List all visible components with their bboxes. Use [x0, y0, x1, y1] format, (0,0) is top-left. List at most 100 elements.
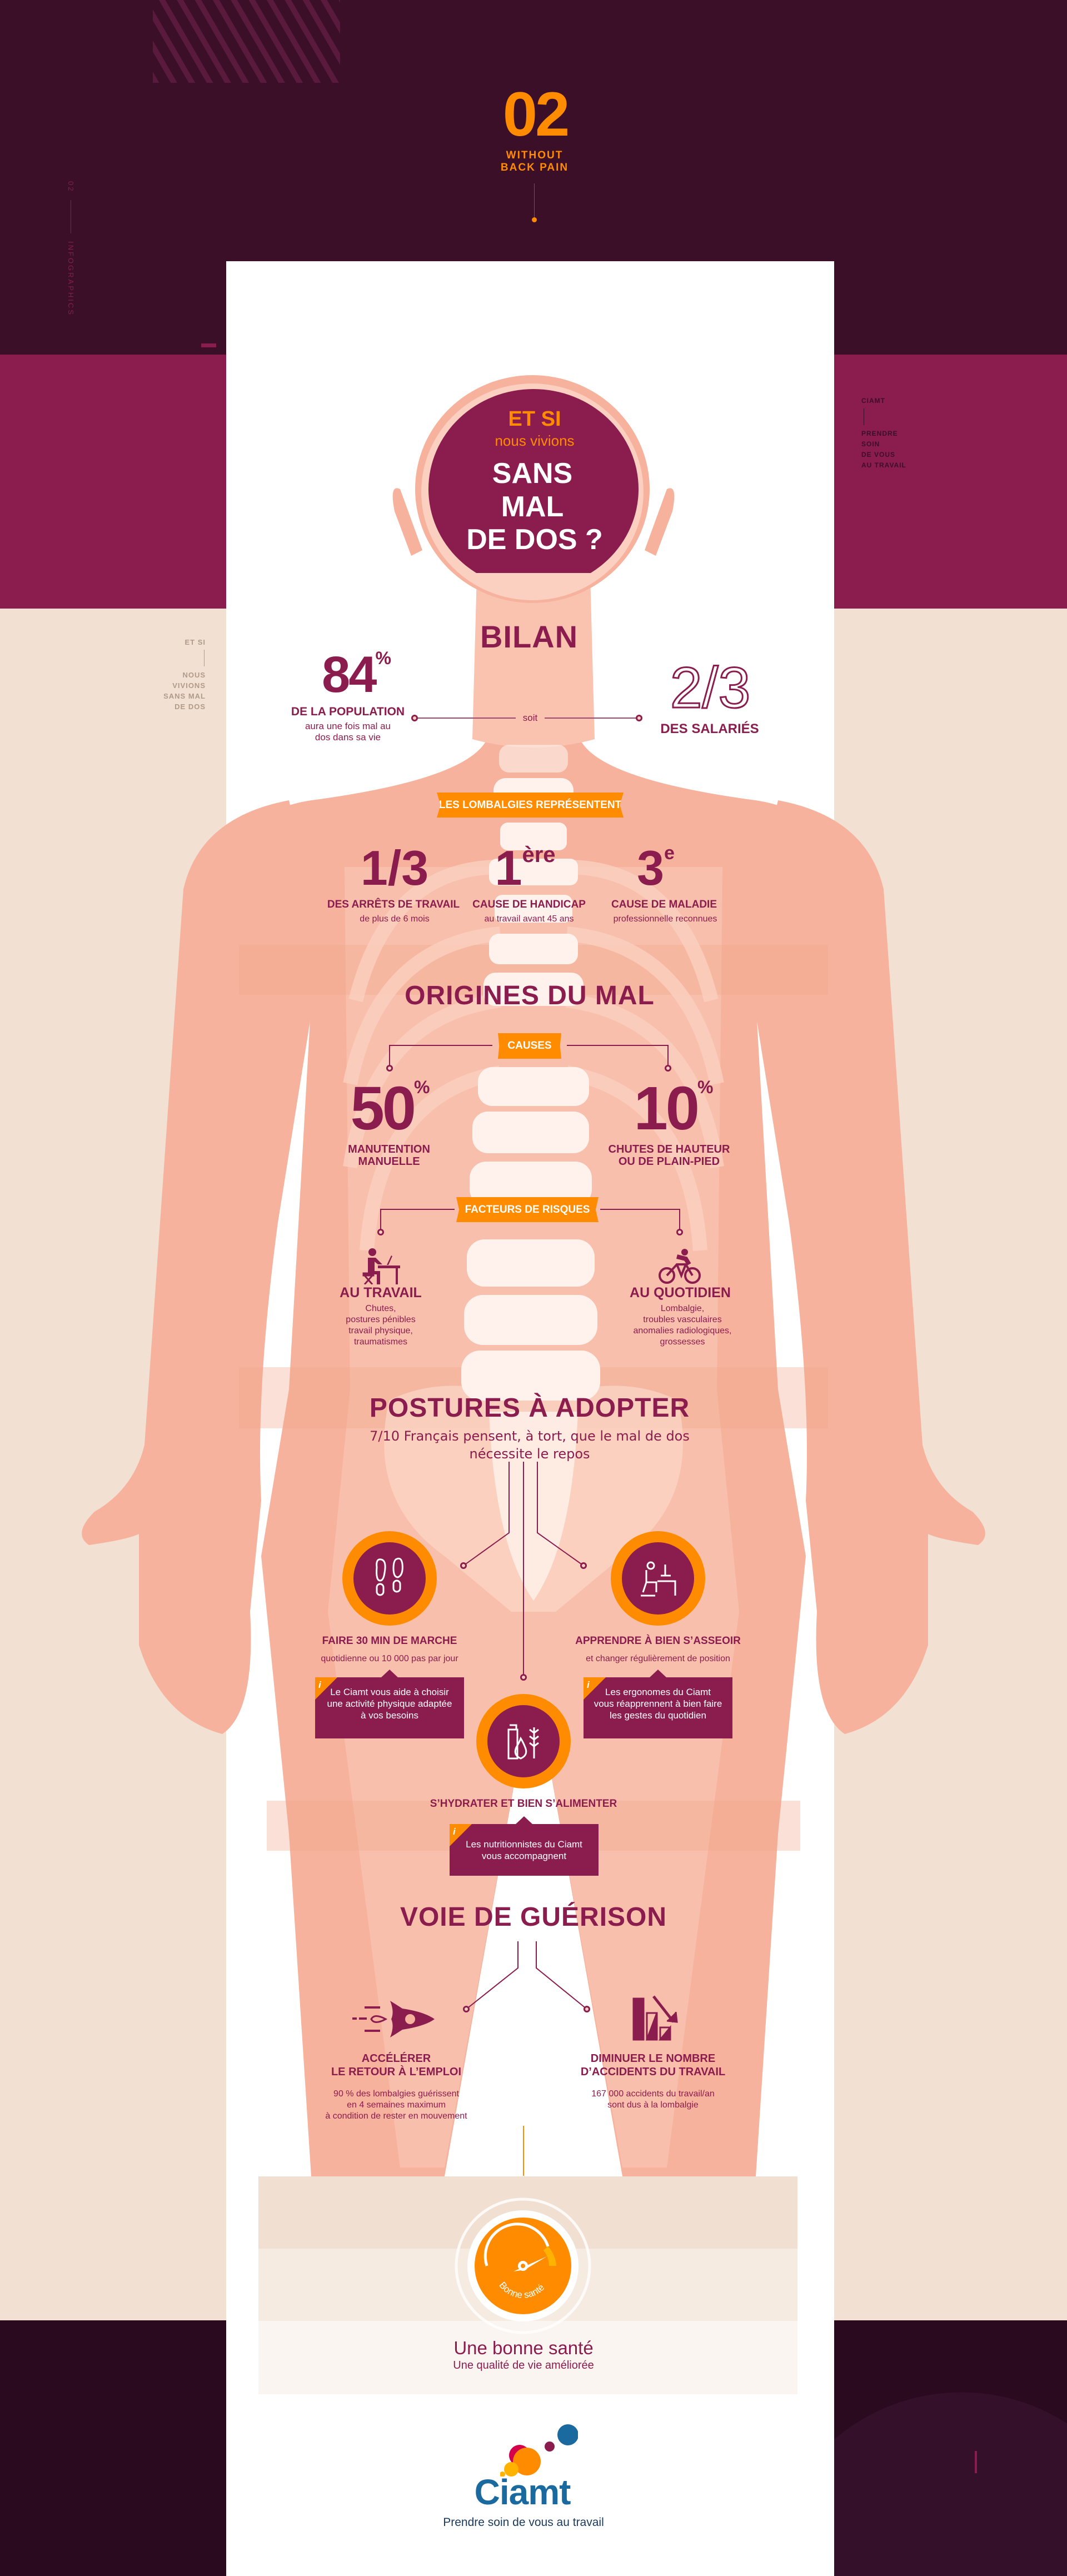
connector-dot: [665, 1065, 671, 1072]
postures-subtitle-2: nécessite le repos: [469, 1446, 590, 1462]
tagline-line: SOIN: [861, 440, 880, 448]
chapter-number: 02: [502, 79, 570, 149]
head-et-si: ET SI: [508, 407, 561, 431]
rocket-icon: [352, 2001, 435, 2037]
risk-factors-banner: FACTEURS DE RISQUES: [456, 1197, 599, 1222]
orange-line: [523, 2126, 524, 2176]
decreasing-chart-icon: [632, 1995, 678, 2041]
guerison-title-1: ACCÉLÉRER: [361, 2052, 431, 2065]
bilan-title: BILAN: [480, 619, 579, 654]
head-mal: MAL: [501, 491, 564, 523]
cause-50: 50%: [351, 1077, 430, 1139]
stat-value: 50: [350, 1074, 416, 1143]
stat-value: 1: [495, 840, 522, 895]
walking-circle: [342, 1531, 437, 1626]
stat-2-3-label: DES SALARIÉS: [660, 721, 759, 736]
info-text: Le Ciamt vous aide à choisir: [330, 1687, 449, 1697]
stat-value: 10: [634, 1074, 700, 1143]
stripes-decoration: [153, 0, 340, 83]
food-circle: [476, 1694, 571, 1788]
right-arm: [745, 800, 985, 1734]
left-side-text: ET SI NOUS VIVIONS SANS MAL DE DOS: [163, 637, 206, 712]
footer-tagline: Prendre soin de vous au travail: [443, 2516, 604, 2529]
side-number: 02: [67, 181, 75, 193]
info-text: les gestes du quotidien: [610, 1710, 706, 1721]
info-text: Les nutritionnistes du Ciamt: [466, 1839, 582, 1850]
stat-desc: au travail avant 45 ans: [484, 914, 574, 924]
stat-84-desc-2: dos dans sa vie: [315, 732, 381, 743]
connector-dot: [460, 1562, 467, 1569]
tagline-line: DE VOUS: [861, 451, 896, 459]
stat-value: 3: [637, 840, 665, 895]
divider: [204, 650, 205, 666]
cyclist-icon: [659, 1249, 701, 1284]
footer-marker: [975, 2451, 977, 2473]
guerison-title-1: DIMINUER LE NOMBRE: [590, 2052, 716, 2065]
stat-1ere: 1ère: [495, 844, 555, 893]
side-chapter-label: 02 INFOGRAPHICS: [67, 181, 75, 316]
head-de-dos: DE DOS ?: [466, 524, 603, 556]
guerison-desc: 90 % des lombalgies guérissent: [333, 2089, 459, 2099]
stat-unit: %: [697, 1077, 714, 1097]
stat-desc: de plus de 6 mois: [360, 914, 430, 924]
connector-dot: [411, 715, 418, 721]
risk-desc: troubles vasculaires: [643, 1315, 722, 1324]
risk-desc: Chutes,: [365, 1304, 396, 1313]
tagline-line: AU TRAVAIL: [861, 461, 906, 469]
stat-unit: %: [375, 648, 391, 668]
info-icon: i: [587, 1680, 590, 1690]
sitting-circle: [611, 1531, 705, 1626]
connector-dot: [377, 1229, 384, 1235]
stat-sup: e: [664, 843, 675, 864]
head-circle: [428, 389, 639, 573]
side-line: NOUS: [182, 671, 206, 679]
ciamt-logo-icon: [500, 2424, 578, 2477]
guerison-desc: à condition de rester en mouvement: [325, 2111, 467, 2121]
connector-dot: [386, 1065, 393, 1072]
postures-title: POSTURES À ADOPTER: [369, 1393, 690, 1423]
info-text: à vos besoins: [361, 1710, 418, 1721]
chapter-subtitle-2: BACK PAIN: [500, 162, 569, 173]
health-gauge-icon: Bonne santé: [455, 2198, 591, 2334]
stat-unit: %: [413, 1077, 430, 1097]
posture-title: APPRENDRE À BIEN S’ASSEOIR: [575, 1635, 741, 1647]
connector-dot: [636, 715, 642, 721]
footprints-icon: [376, 1557, 403, 1596]
guerison-title: VOIE DE GUÉRISON: [400, 1902, 667, 1932]
guerison-desc: 167 000 accidents du travail/an: [591, 2089, 715, 2099]
side-line: SANS MAL: [163, 692, 206, 700]
stat-84-value: 84%: [322, 648, 391, 700]
soit-label: soit: [522, 712, 538, 723]
posture-title: S’HYDRATER ET BIEN S’ALIMENTER: [430, 1798, 617, 1810]
chapter-subtitle-1: WITHOUT: [506, 150, 564, 161]
connector-dot: [520, 1674, 527, 1681]
risk-desc: postures pénibles: [346, 1315, 416, 1324]
cause-label: CHUTES DE HAUTEUR: [608, 1143, 730, 1155]
side-marker: [201, 343, 216, 347]
stat-sup: ère: [522, 843, 556, 867]
posture-desc: et changer régulièrement de position: [586, 1654, 730, 1663]
info-text: Les ergonomes du Ciamt: [605, 1687, 711, 1697]
risk-desc: grossesses: [660, 1337, 705, 1347]
risk-desc: travail physique,: [348, 1326, 413, 1336]
risk-desc: Lombalgie,: [660, 1304, 705, 1313]
head-sans: SANS: [492, 457, 573, 490]
left-arm: [82, 800, 322, 1734]
cause-label: MANUELLE: [358, 1155, 420, 1168]
lombalgies-banner: LES LOMBALGIES REPRÉSENTENT: [437, 793, 624, 818]
stat-2-3-value: 2/3: [669, 656, 751, 720]
side-top: ET SI: [185, 638, 206, 646]
stat-1-3: 1/3: [361, 844, 428, 893]
stat-label: CAUSE DE MALADIE: [611, 899, 717, 910]
origines-title: ORIGINES DU MAL: [405, 981, 655, 1010]
header-dot: [532, 217, 537, 222]
spine: [461, 745, 600, 1601]
info-text: vous accompagnent: [481, 1851, 567, 1861]
guerison-desc: sont dus à la lombalgie: [607, 2100, 699, 2110]
cause-10: 10%: [634, 1077, 714, 1139]
head-nous-vivions: nous vivions: [495, 432, 575, 449]
